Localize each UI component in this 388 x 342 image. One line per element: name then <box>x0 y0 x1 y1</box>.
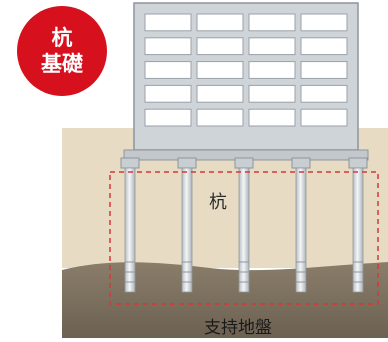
pile <box>181 167 193 293</box>
pile <box>352 167 364 293</box>
pile-cap <box>234 157 254 169</box>
building-window <box>144 61 192 79</box>
pile <box>295 167 307 293</box>
building-window <box>196 84 244 103</box>
building-window <box>248 37 296 56</box>
building-window <box>144 84 192 103</box>
badge-line-1: 杭 <box>51 26 73 50</box>
building-window <box>300 37 348 56</box>
building-window <box>300 108 348 127</box>
pile-cap <box>177 157 197 169</box>
pile <box>124 167 136 293</box>
building-window <box>144 108 192 127</box>
building-window <box>300 84 348 103</box>
building-window <box>300 13 348 32</box>
building-window <box>196 61 244 79</box>
pile-cap <box>120 157 140 169</box>
pile-zone-outline <box>109 171 379 305</box>
building-window <box>144 37 192 56</box>
building-window <box>300 61 348 79</box>
pile <box>238 167 250 293</box>
bearing-stratum-label: 支持地盤 <box>204 318 272 338</box>
building-window <box>248 13 296 32</box>
building-window <box>248 84 296 103</box>
building-window <box>196 108 244 127</box>
building-window <box>248 61 296 79</box>
pile-foundation-badge: 杭 基礎 <box>17 6 107 96</box>
building-window <box>196 13 244 32</box>
building-window <box>196 37 244 56</box>
building-window <box>248 108 296 127</box>
bearing-stratum-layer <box>62 262 388 338</box>
badge-line-2: 基礎 <box>41 52 83 76</box>
pile-cap <box>348 157 368 169</box>
building-window <box>144 13 192 32</box>
pile-label: 杭 <box>209 192 227 213</box>
pile-cap <box>291 157 311 169</box>
